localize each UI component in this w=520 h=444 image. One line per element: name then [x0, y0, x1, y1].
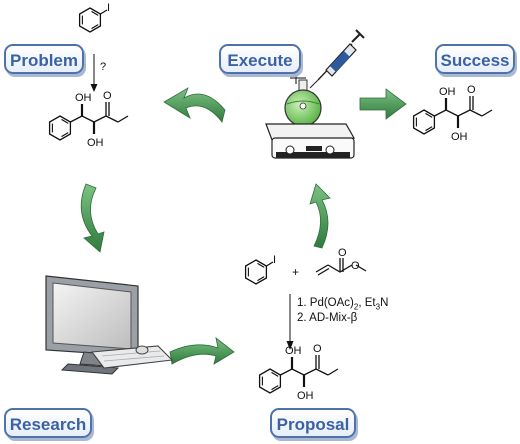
carbonyl-oxygen: O: [467, 84, 476, 96]
arrow-problem-to-research: [80, 183, 105, 253]
proposal-label: Proposal: [270, 408, 356, 438]
reaction-flask: [284, 71, 322, 127]
carbonyl-oxygen: O: [313, 343, 322, 355]
proposal-iodobenzene: I: [244, 254, 276, 285]
plus-sign: +: [292, 265, 299, 279]
success-label: Success: [435, 44, 515, 74]
proposal-product-molecule: OH OH O: [258, 343, 340, 402]
iodine-atom: I: [273, 254, 276, 266]
arrow-execute-to-problem: [163, 87, 226, 123]
problem-reaction-arrow: [90, 54, 98, 92]
problem-iodobenzene: I: [78, 2, 110, 33]
carbonyl-oxygen: O: [338, 247, 347, 259]
arrow-execute-to-success: [359, 88, 407, 120]
hydroxyl-top: OH: [285, 345, 302, 357]
question-mark: ?: [100, 61, 106, 73]
execute-label: Execute: [219, 44, 301, 74]
hydroxyl-bottom: OH: [87, 137, 104, 149]
carbonyl-oxygen: O: [103, 90, 112, 102]
computer-illustration: [45, 275, 174, 375]
condition-step-2: 2. AD-Mix-β: [297, 312, 358, 324]
hydroxyl-bottom: OH: [297, 390, 314, 402]
hot-plate: [265, 123, 356, 159]
methyl-acrylate: O O: [315, 247, 367, 276]
hydroxyl-top: OH: [439, 86, 456, 98]
ester-oxygen: O: [351, 260, 360, 272]
hydroxyl-top: OH: [75, 92, 92, 104]
proposal-reaction-arrow: [286, 294, 294, 350]
iodine-atom: I: [107, 2, 110, 14]
problem-target-molecule: OH OH O: [48, 90, 130, 149]
arrow-proposal-to-execute: [309, 183, 331, 249]
condition-step-1: 1. Pd(OAc)2, Et3N: [297, 297, 389, 312]
success-product-molecule: OH OH O: [412, 84, 494, 143]
research-label: Research: [4, 408, 92, 438]
problem-label: Problem: [4, 44, 84, 74]
hydroxyl-bottom: OH: [451, 131, 468, 143]
syringe-illustration: [309, 29, 365, 89]
arrow-research-to-proposal: [169, 337, 235, 365]
